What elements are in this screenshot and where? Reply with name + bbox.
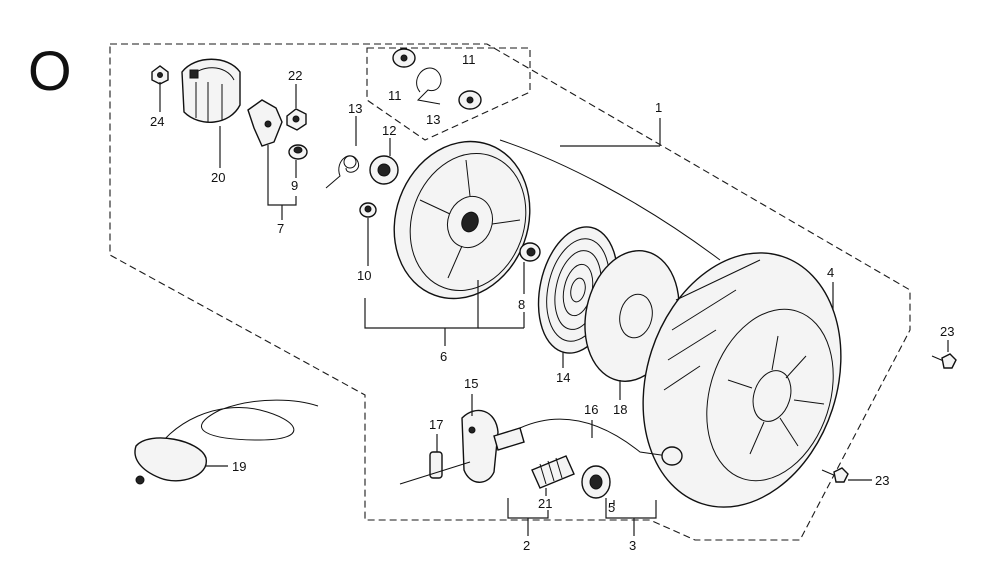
part-8-collar	[519, 242, 541, 262]
callout-3: 3	[629, 538, 636, 553]
part-15-lever	[461, 409, 525, 483]
callout-1: 1	[655, 100, 662, 115]
leader-lines	[159, 82, 949, 536]
part-11-washer-a	[392, 48, 416, 68]
part-17-connector	[399, 451, 471, 485]
part-9-collar	[288, 144, 308, 160]
callout-18: 18	[613, 402, 627, 417]
part-23-bolt-bottom	[821, 467, 849, 483]
callout-11-top-left: 11	[388, 88, 402, 103]
callout-7: 7	[277, 221, 284, 236]
callout-5: 5	[608, 500, 615, 515]
callout-22: 22	[288, 68, 302, 83]
callout-6: 6	[440, 349, 447, 364]
callout-15: 15	[464, 376, 478, 391]
callout-14: 14	[556, 370, 570, 385]
callout-13-left: 13	[348, 101, 362, 116]
part-13-spring-top	[416, 67, 442, 105]
part-24-nut	[151, 65, 169, 85]
callout-21: 21	[538, 496, 552, 511]
part-20-guide	[181, 58, 241, 123]
part-13-spring	[325, 155, 360, 189]
callout-13-top: 13	[426, 112, 440, 127]
part-4-starter-case	[642, 252, 842, 508]
callout-23-right: 23	[940, 324, 954, 339]
subassembly-boundary	[366, 47, 531, 141]
callout-11-top-right: 11	[462, 52, 476, 67]
callout-24: 24	[150, 114, 164, 129]
assembly-boundary	[109, 43, 911, 541]
part-23-bolt-right	[931, 353, 957, 369]
part-22-nut	[286, 108, 307, 131]
part-6-reel	[393, 139, 721, 300]
callout-17: 17	[429, 417, 443, 432]
part-12-bearing	[369, 155, 399, 185]
callout-12: 12	[382, 123, 396, 138]
part-5-bushing	[581, 465, 611, 499]
callout-10: 10	[357, 268, 371, 283]
callout-19: 19	[232, 459, 246, 474]
callout-8: 8	[518, 297, 525, 312]
callout-4: 4	[827, 265, 834, 280]
callout-9: 9	[291, 178, 298, 193]
callout-16: 16	[584, 402, 598, 417]
callout-20: 20	[211, 170, 225, 185]
part-21-screw	[531, 455, 575, 489]
part-16-cable	[519, 418, 683, 466]
section-letter: O	[28, 39, 72, 102]
part-11-washer-b	[458, 90, 482, 110]
part-7-ratchet	[247, 99, 283, 147]
callout-23-bottom: 23	[875, 473, 889, 488]
part-19-rope-grip	[134, 399, 319, 485]
part-10-collar	[359, 202, 377, 218]
callout-2: 2	[523, 538, 530, 553]
